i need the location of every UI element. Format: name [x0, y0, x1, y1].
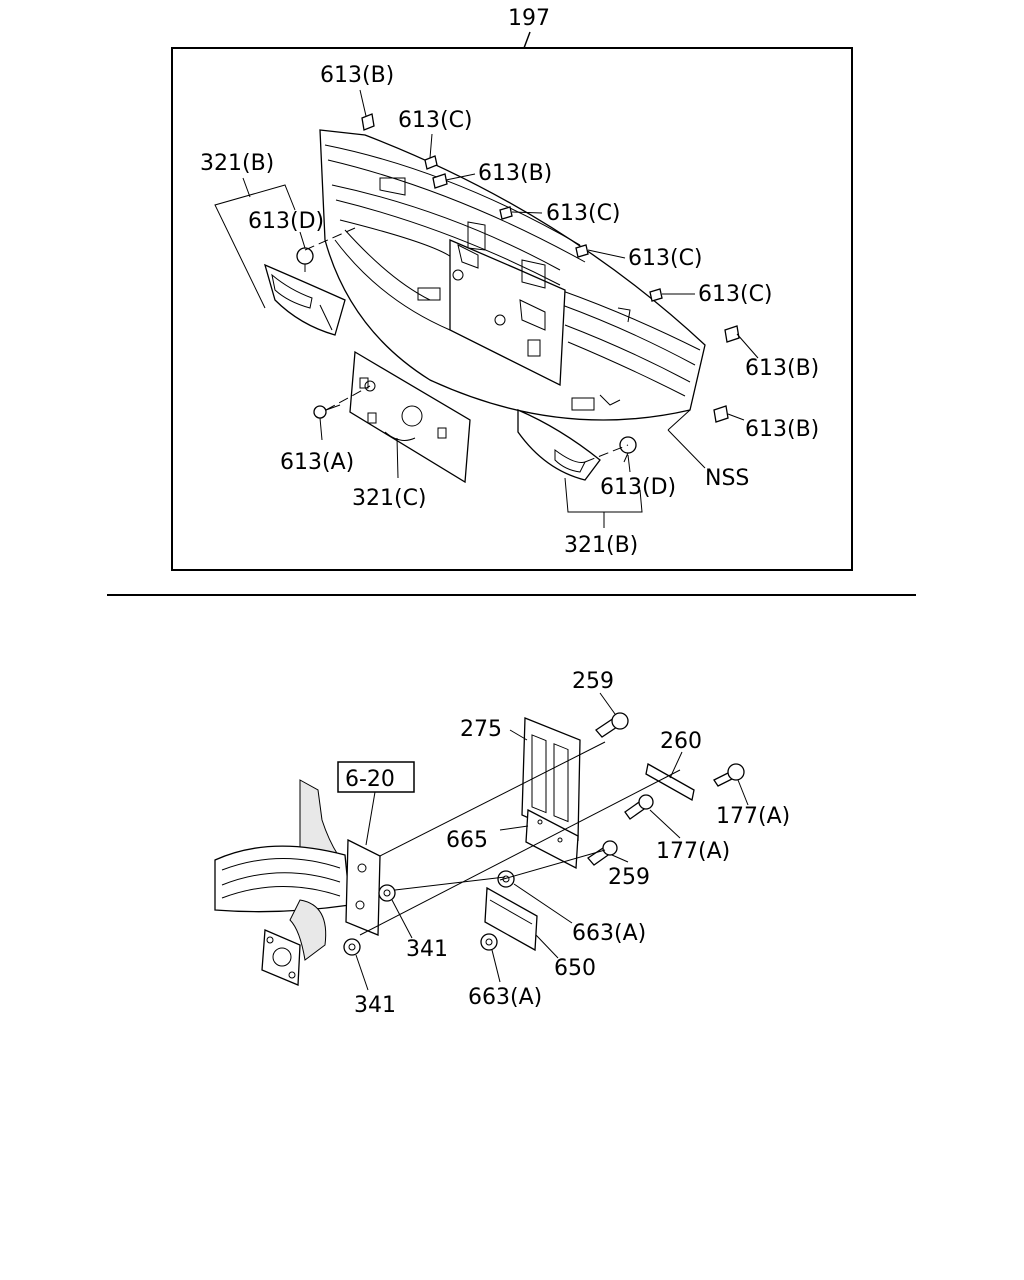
leader-321b-1-stem [242, 177, 251, 198]
leader-613d-1-stem [299, 231, 306, 249]
screw-613a-icon[interactable] [313, 404, 341, 419]
leader-ref-box [365, 791, 376, 846]
bolt-259-upper-icon[interactable] [595, 712, 629, 738]
mount-line-2 [359, 769, 681, 936]
leader-613c-3 [587, 249, 626, 259]
mount-line-4 [499, 849, 606, 881]
nut-341-upper-icon[interactable] [378, 884, 396, 902]
leader-613a [325, 385, 371, 411]
stay-bracket[interactable] [645, 762, 695, 802]
label-663a-2[interactable]: 663(A) [468, 985, 542, 1010]
leader-259-2 [611, 854, 629, 863]
leader-321b-2 [564, 477, 643, 513]
nut-341-lower-icon[interactable] [343, 938, 361, 956]
leader-177a-1 [737, 779, 749, 806]
label-613d-1[interactable]: 613(D) [248, 209, 324, 234]
reference-box-label[interactable]: 6-20 [345, 767, 395, 792]
label-341-2[interactable]: 341 [354, 993, 396, 1018]
label-260[interactable]: 260 [660, 729, 702, 754]
label-613b-2[interactable]: 613(B) [478, 161, 552, 186]
reference-box[interactable] [337, 761, 415, 793]
bolt-259-lower-icon[interactable] [587, 840, 618, 866]
license-plate-bracket[interactable] [349, 350, 471, 484]
label-177a-1[interactable]: 177(A) [716, 804, 790, 829]
front-grille[interactable] [319, 129, 706, 421]
license-plate[interactable] [484, 886, 538, 952]
leader-321c [396, 437, 399, 479]
frame-bracket[interactable] [214, 779, 381, 986]
label-nss[interactable]: NSS [705, 466, 749, 491]
bottom-assembly: 6-20 [214, 669, 790, 1018]
label-663a-1[interactable]: 663(A) [572, 921, 646, 946]
rivet-613d-left-icon[interactable] [296, 247, 314, 272]
leader-613b-2 [445, 173, 476, 181]
label-259-1[interactable]: 259 [572, 669, 614, 694]
label-321c[interactable]: 321(C) [352, 486, 427, 511]
leader-321b-1 [214, 184, 296, 309]
label-650[interactable]: 650 [554, 956, 596, 981]
leader-613d-1 [304, 227, 356, 251]
nut-663a-upper-icon[interactable] [497, 870, 515, 888]
group-frame [171, 47, 853, 571]
leader-613b-4 [727, 413, 745, 421]
leader-341-1 [391, 899, 413, 939]
leader-613a-stem [319, 417, 323, 441]
leader-613b-3 [736, 333, 759, 359]
clip-613b-2-icon[interactable] [432, 173, 448, 189]
leader-613d-2 [584, 444, 629, 463]
label-259-2[interactable]: 259 [608, 865, 650, 890]
label-613c-1[interactable]: 613(C) [398, 108, 473, 133]
leader-650 [535, 934, 559, 959]
label-613b-4[interactable]: 613(B) [745, 417, 819, 442]
label-613c-3[interactable]: 613(C) [628, 246, 703, 271]
license-plate-mount[interactable] [525, 808, 579, 870]
leader-613c-2 [511, 211, 543, 214]
leader-613c-1 [429, 133, 433, 159]
label-613c-2[interactable]: 613(C) [546, 201, 621, 226]
leader-613d-2-stem [627, 454, 631, 473]
mount-line-1 [379, 741, 606, 857]
leader-nss [667, 429, 706, 469]
label-613b-1[interactable]: 613(B) [320, 63, 394, 88]
clip-613c-1-icon[interactable] [424, 155, 438, 170]
mount-line-3 [394, 876, 506, 891]
clip-613b-3-icon[interactable] [724, 325, 740, 343]
label-275[interactable]: 275 [460, 717, 502, 742]
label-177a-2[interactable]: 177(A) [656, 839, 730, 864]
leader-259-1 [599, 692, 616, 715]
leader-260 [669, 751, 683, 779]
clip-613c-3-icon[interactable] [575, 244, 589, 258]
label-341-1[interactable]: 341 [406, 937, 448, 962]
leader-665 [499, 825, 529, 831]
bolt-177a-lower-icon[interactable] [624, 794, 654, 820]
label-613b-3[interactable]: 613(B) [745, 356, 819, 381]
label-321b-1[interactable]: 321(B) [200, 151, 274, 176]
leader-341-2 [355, 954, 369, 991]
label-321b-2[interactable]: 321(B) [564, 533, 638, 558]
leader-663a-1 [513, 883, 573, 924]
bolt-177a-upper-icon[interactable] [713, 763, 745, 787]
label-665[interactable]: 665 [446, 828, 488, 853]
leader-663a-2 [491, 949, 501, 983]
leader-177a-2 [649, 809, 681, 839]
clip-613c-4-icon[interactable] [649, 288, 663, 302]
label-613c-4[interactable]: 613(C) [698, 282, 773, 307]
label-613a[interactable]: 613(A) [280, 450, 354, 475]
group-leader-line [523, 31, 531, 49]
clip-613b-top-icon[interactable] [361, 113, 375, 131]
label-613d-2[interactable]: 613(D) [600, 475, 676, 500]
nut-663a-lower-icon[interactable] [480, 933, 498, 951]
leader-275 [509, 729, 528, 741]
clip-613b-4-icon[interactable] [713, 405, 729, 423]
group-label-197[interactable]: 197 [508, 6, 550, 31]
side-bracket-left[interactable] [263, 263, 346, 336]
side-bracket-right[interactable] [517, 409, 601, 481]
leader-613b-1 [359, 89, 367, 117]
leader-nss-2 [667, 409, 691, 431]
top-assembly: 197 [171, 6, 853, 571]
clip-613c-2-icon[interactable] [499, 206, 513, 220]
